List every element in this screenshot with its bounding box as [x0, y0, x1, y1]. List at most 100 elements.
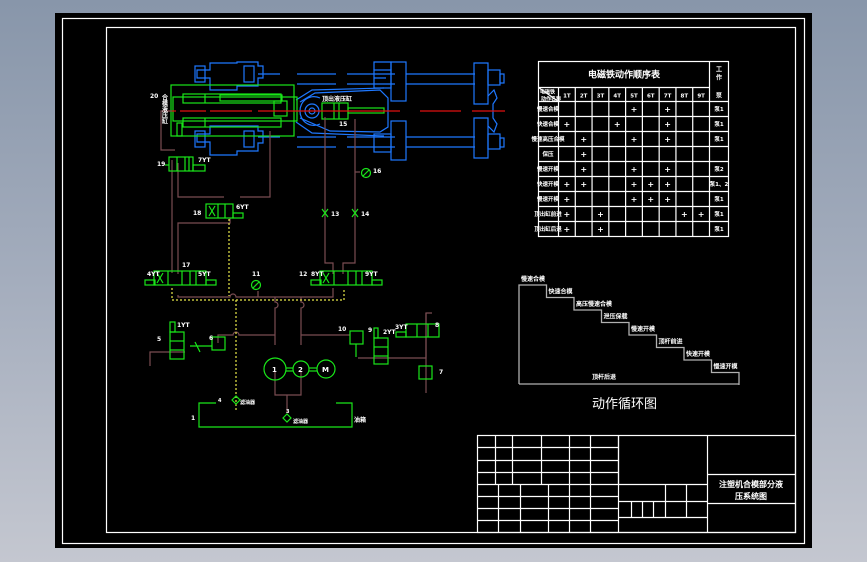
row-action: 顶出缸后退: [534, 225, 562, 233]
cycle-step-label: 快速开模: [685, 350, 711, 358]
row-pump: 泵1: [714, 105, 724, 113]
label-15: 15: [339, 121, 347, 128]
solenoid-mark: +: [580, 150, 587, 159]
label-14: 14: [361, 211, 369, 218]
label-9yt: 9YT: [365, 271, 379, 278]
row-action: 慢速开模: [537, 195, 560, 203]
valve-19: [165, 156, 206, 172]
label-13: 13: [331, 211, 339, 218]
label-7yt: 7YT: [198, 157, 212, 164]
table-border: [537, 60, 730, 238]
relief-valve-10: [349, 330, 364, 357]
label-17: 17: [182, 262, 190, 269]
row-pump: 泵2: [714, 165, 724, 173]
pump-col-header-1: 工: [716, 67, 722, 74]
solenoid-mark: +: [647, 180, 654, 189]
solenoid-mark: +: [698, 210, 705, 219]
label-filter-left: 滤油器: [240, 399, 256, 406]
solenoid-mark: +: [564, 180, 571, 189]
table-title: 电磁铁动作顺序表: [588, 69, 661, 81]
cycle-diagram-title: 动作循环图: [592, 397, 657, 412]
cycle-step-label: 慢速开模: [631, 325, 656, 333]
cycle-step-label: 高压慢速合模: [576, 300, 613, 308]
label-filter-4: 4: [218, 398, 222, 404]
column-header-5yt: 5T: [630, 94, 638, 100]
valve-8: [395, 323, 440, 338]
column-header-8yt: 8T: [681, 94, 689, 100]
label-10: 10: [338, 326, 346, 333]
label-8yt: 8YT: [311, 271, 325, 278]
cycle-step-label: 慢速开模: [714, 363, 739, 371]
solenoid-mark: +: [664, 195, 671, 204]
table-row: 慢速开模++++泵1: [537, 195, 724, 204]
label-8: 8: [435, 322, 439, 329]
label-2yt: 2YT: [383, 329, 397, 336]
solenoid-mark: +: [664, 120, 671, 129]
inner-frame: [105, 26, 797, 534]
solenoid-mark: +: [580, 180, 587, 189]
solenoid-mark: +: [631, 180, 638, 189]
valve-12: [310, 270, 383, 286]
solenoid-mark: +: [664, 105, 671, 114]
valve-17: [144, 270, 217, 286]
solenoid-mark: +: [631, 105, 638, 114]
column-header-3yt: 3T: [597, 94, 605, 100]
solenoid-mark: +: [664, 135, 671, 144]
label-6: 6: [209, 335, 213, 342]
drawing-title-line1: 注塑机合模部分液: [719, 479, 783, 489]
label-5: 5: [157, 336, 161, 343]
pipes: [149, 110, 432, 413]
label-ejector-cylinder: 顶出液压缸: [322, 95, 352, 103]
label-clamping-cylinder: 合模液压缸: [161, 93, 168, 125]
column-header-4yt: 4T: [613, 94, 621, 100]
valve-5: [169, 321, 185, 360]
solenoid-mark: +: [597, 225, 604, 234]
clamping-mechanism: [194, 61, 505, 161]
outer-frame: [61, 17, 806, 545]
throttle-valves: [321, 208, 359, 218]
cycle-step-label: 快速合模: [548, 288, 574, 296]
table-row: 保压 +: [541, 150, 587, 159]
solenoid-mark: +: [580, 165, 587, 174]
relief-valve-6: [190, 336, 226, 353]
solenoid-mark: +: [664, 165, 671, 174]
label-7: 7: [439, 369, 443, 376]
cycle-step-label: 慢速合模: [521, 275, 546, 283]
label-pump-1: 1: [272, 366, 277, 374]
pump-col-header-2: 作: [716, 74, 722, 82]
solenoid-mark: +: [681, 210, 688, 219]
label-tank: 油箱: [354, 416, 366, 424]
pump-col-header-3: 泵: [716, 92, 723, 100]
label-filter-right: 滤油器: [293, 418, 309, 425]
row-pump: 泵1: [714, 195, 724, 203]
solenoid-mark: +: [564, 120, 571, 129]
table-row: 快速开模+++++泵1、2: [536, 180, 729, 189]
solenoid-mark: +: [580, 135, 587, 144]
row-action: 保压: [541, 150, 554, 158]
label-filter-3: 3: [286, 409, 290, 415]
solenoid-mark: +: [664, 180, 671, 189]
table-row: 顶出缸后退++泵1: [534, 225, 724, 234]
table-row: 快速合模+++泵1: [536, 120, 724, 129]
label-motor: M: [322, 366, 329, 374]
label-3yt: 3YT: [395, 324, 409, 331]
pumps: [263, 357, 336, 381]
row-action: 慢速高压合模: [531, 135, 565, 143]
table-row: 顶出缸前进++++泵1: [534, 210, 724, 219]
solenoid-mark: +: [647, 195, 654, 204]
column-header-6yt: 6T: [647, 94, 655, 100]
oil-tank: [198, 395, 353, 428]
column-header-2yt: 2T: [580, 94, 588, 100]
circuit-labels: 20 合模液压缸 顶出液压缸 15 19 7YT 18 6YT 4YT 17 5…: [147, 93, 443, 425]
solenoid-mark: +: [564, 195, 571, 204]
row-pump: 泵1: [714, 225, 724, 233]
row-pump: 泵1: [714, 135, 724, 143]
relief-valve-7: [418, 365, 433, 380]
label-9: 9: [368, 327, 372, 334]
control-lines: [171, 219, 345, 412]
corner-top: 电磁铁: [540, 89, 556, 96]
cycle-staircase: [518, 284, 740, 385]
label-1yt: 1YT: [177, 322, 191, 329]
